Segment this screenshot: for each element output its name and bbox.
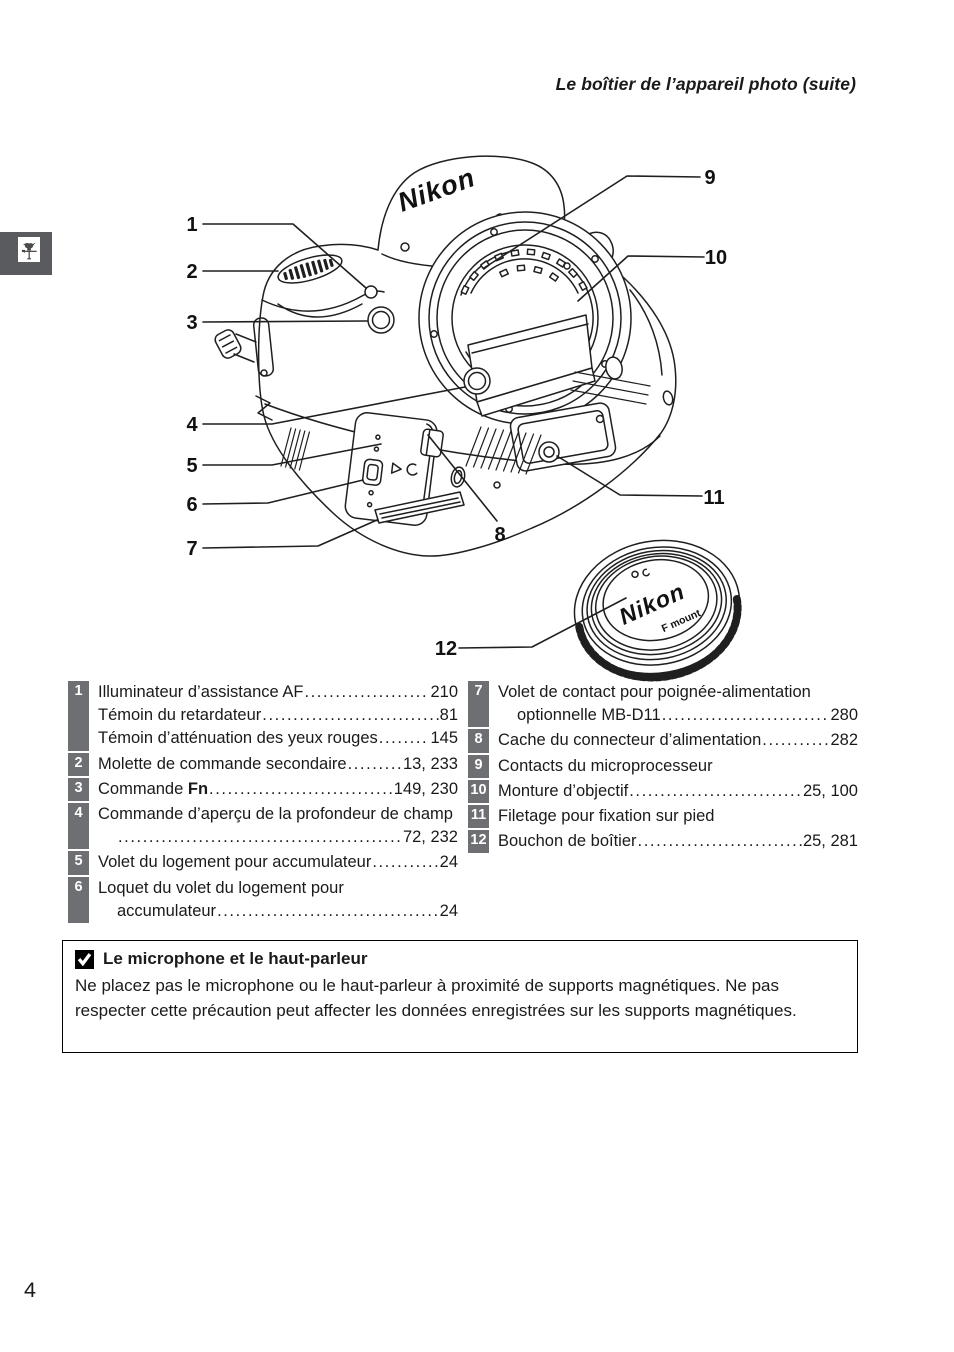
item-number-badge: 3 [68,777,89,802]
item-number-badge: 5 [68,851,89,875]
page-ref: 81 [439,706,458,725]
dot-leader [629,780,802,803]
callout-2: 2 [186,261,197,283]
fn-button [367,306,395,334]
callout-3: 3 [186,312,197,334]
page-ref: 145 [430,729,458,748]
page-ref: 149, 230 [393,779,458,798]
power-connector-cover [420,428,444,458]
item-number-badge: 11 [468,805,489,829]
callout-7: 7 [186,538,197,560]
depth-preview-button [463,367,491,395]
page-number: 4 [24,1278,36,1302]
body-cap: Nikon F mount [573,539,742,682]
item-number-badge: 1 [68,681,89,751]
page-ref: 282 [830,731,858,750]
parts-list-left: 1 Illuminateur d’assistance AF210 Témoin… [68,681,458,925]
dot-leader [372,851,438,874]
note-body: Ne placez pas le microphone ou le haut-p… [75,976,797,1020]
page-ref: 13, 233 [402,754,458,773]
part-entry: 7 Volet de contact pour poignée-alimenta… [468,681,858,728]
page-ref: 72, 232 [402,828,458,847]
rooster-weathervane-icon [18,237,40,262]
tripod-plate [509,402,617,472]
item-number-badge: 9 [468,754,489,778]
page-ref: 280 [830,706,858,725]
part-entry: 4 Commande d’aperçu de la profondeur de … [68,803,458,850]
chapter-margin-tab [0,232,52,275]
page-ref: 210 [430,683,458,701]
page-title: Le boîtier de l’appareil photo (suite) [555,74,856,94]
part-entry: 12 Bouchon de boîtier25, 281 [468,830,858,854]
dot-leader [762,729,829,752]
callout-11: 11 [703,487,724,509]
part-entry: 5 Volet du logement pour accumulateur24 [68,851,458,875]
item-number-badge: 7 [468,681,489,728]
part-entry: 6 Loquet du volet du logement pour accum… [68,876,458,924]
page-ref: 25, 100 [802,781,858,800]
page-ref: 25, 281 [802,832,858,851]
part-entry: 10 Monture d’objectif25, 100 [468,779,858,804]
callout-numbers: 1 2 3 4 5 6 7 8 9 10 11 12 [186,167,727,660]
dot-leader [262,704,438,727]
dot-leader [379,727,430,750]
item-number-badge: 10 [468,779,489,804]
checkmark-icon [75,949,94,969]
af-assist-lamp [364,285,378,299]
page-ref: 24 [439,853,458,872]
item-number-badge: 6 [68,876,89,924]
strap-lug [214,329,242,359]
part-entry: 2 Molette de commande secondaire13, 233 [68,752,458,776]
dot-leader [209,778,393,801]
camera-diagram: Nikon Nikon F mount [160,140,880,688]
cpu-contacts [460,248,588,295]
lens-release-button [605,356,623,380]
mbd11-contact-cover [374,491,465,524]
callout-5: 5 [186,455,197,477]
dot-leader [662,704,830,727]
part-entry: 11 Filetage pour fixation sur pied [468,805,858,829]
speaker-vents [280,371,651,475]
dot-leader [217,900,439,923]
item-number-badge: 2 [68,752,89,776]
caution-note-box: Le microphone et le haut-parleur Ne plac… [62,940,858,1053]
callout-8: 8 [494,524,505,546]
callout-leader-lines [202,175,705,649]
item-number-badge: 12 [468,830,489,854]
secondary-command-dial [277,254,343,284]
item-number-badge: 4 [68,803,89,850]
dot-leader [304,681,429,704]
callout-9: 9 [704,167,715,189]
connector-oval [450,466,466,488]
parts-list: 1 Illuminateur d’assistance AF210 Témoin… [68,681,858,925]
tripod-socket [538,441,560,463]
item-number-badge: 8 [468,729,489,753]
callout-4: 4 [186,414,198,436]
parts-list-right: 7 Volet de contact pour poignée-alimenta… [468,681,858,925]
callout-10: 10 [705,247,727,269]
dot-leader [638,830,802,853]
callout-12: 12 [435,638,457,660]
dot-leader [348,753,402,776]
part-entry: 9 Contacts du microprocesseur [468,754,858,778]
strap-lug-links [233,333,257,363]
dot-leader [118,826,402,849]
callout-1: 1 [186,214,197,236]
shoulder-contour-2 [277,303,363,318]
mirror-box [467,314,596,417]
part-entry: 8 Cache du connecteur d’alimentation282 [468,729,858,753]
part-entry: 3 Commande Fn149, 230 [68,777,458,802]
callout-6: 6 [186,494,197,516]
page-ref: 24 [439,901,458,920]
camera-illustration: Nikon Nikon F mount [186,155,742,682]
note-title: Le microphone et le haut-parleur [103,949,368,968]
part-entry: 1 Illuminateur d’assistance AF210 Témoin… [68,681,458,751]
